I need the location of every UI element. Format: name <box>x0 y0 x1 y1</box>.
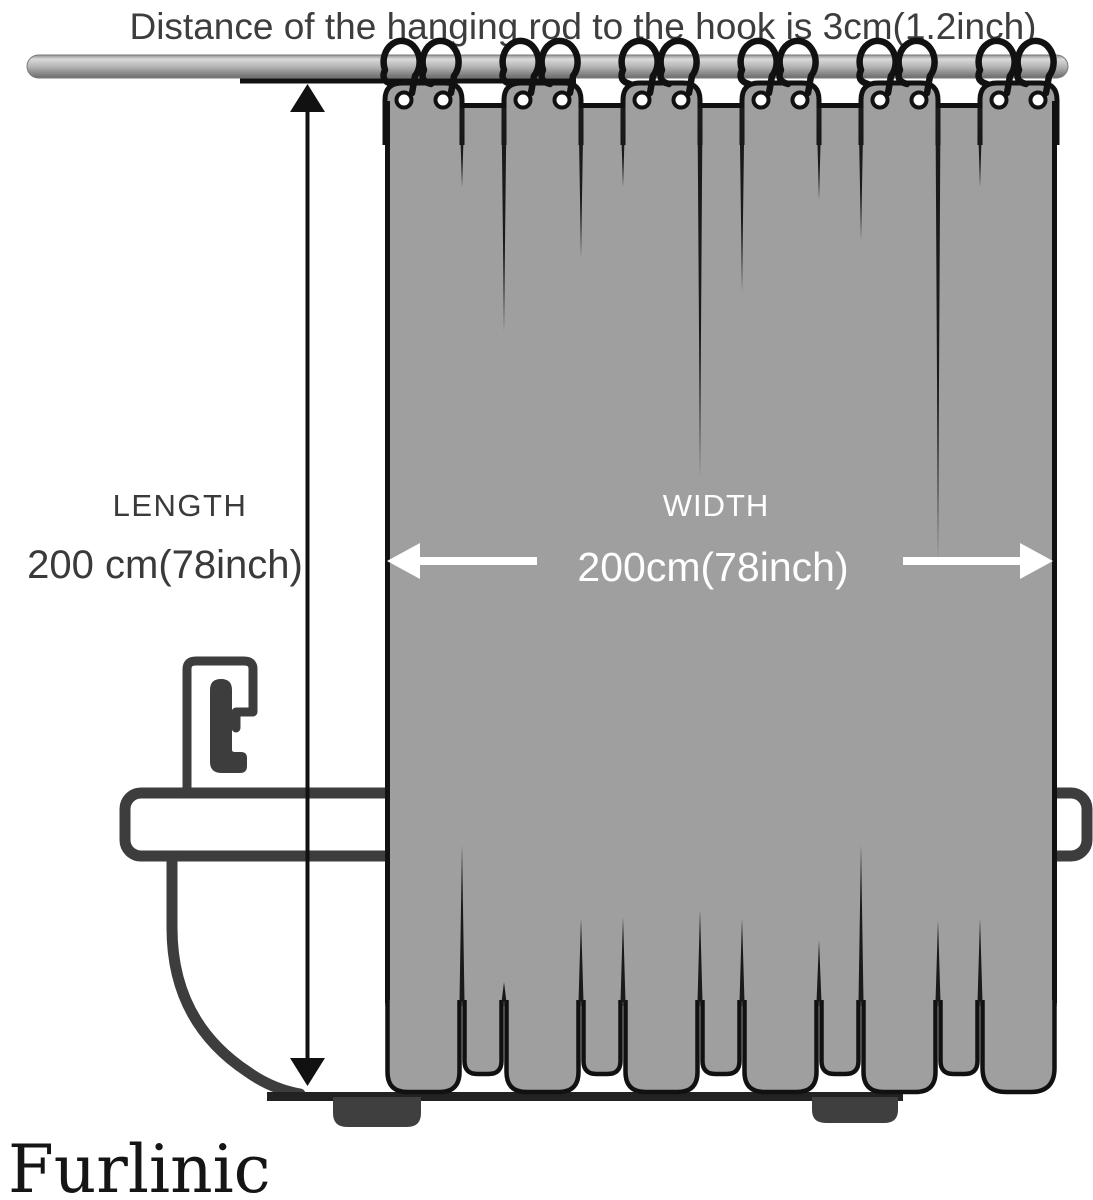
hanging-rod <box>26 54 1069 79</box>
width-label: WIDTH <box>663 488 770 523</box>
arrow-up-icon <box>290 84 325 112</box>
hook-icon <box>618 37 661 97</box>
diagram-title: Distance of the hanging rod to the hook … <box>129 6 1036 47</box>
curtain-fold <box>742 1000 819 1095</box>
hook-icon <box>856 37 899 97</box>
eyelet <box>632 90 652 110</box>
eyelet <box>552 90 572 110</box>
eyelet <box>989 90 1009 110</box>
curtain-bottom-creases <box>459 845 983 1002</box>
arrow-left-icon <box>387 543 537 579</box>
curtain-fold <box>938 1000 980 1077</box>
eyelet <box>1028 90 1048 110</box>
curtain-body <box>385 103 1057 1006</box>
eyelet <box>513 90 533 110</box>
eyelet <box>909 90 929 110</box>
length-label: LENGTH <box>113 488 248 523</box>
curtain-fold <box>385 1000 462 1095</box>
tub-bottom-edge <box>267 1092 903 1101</box>
arrow-right-icon <box>903 543 1053 579</box>
shower-curtain <box>382 80 1060 1095</box>
eyelet <box>790 90 810 110</box>
curtain-fold <box>819 1000 861 1077</box>
hook-icon <box>776 37 819 97</box>
eyelet <box>394 90 414 110</box>
hook-icon <box>895 37 938 97</box>
eyelet <box>751 90 771 110</box>
hook-icon <box>975 37 1018 97</box>
curtain-fold <box>462 1000 504 1077</box>
hook-icon <box>657 37 700 97</box>
curtain-bottom-folds <box>385 1000 1057 1095</box>
curtain-top-creases <box>459 108 983 560</box>
hook-icon <box>1014 37 1057 97</box>
length-value: 200 cm(78inch) <box>27 543 303 587</box>
curtain-fold <box>504 1000 581 1095</box>
curtain-fold <box>861 1000 938 1095</box>
brand-logo: Furlinic <box>8 1131 271 1200</box>
tub-foot-left <box>333 1097 421 1127</box>
curtain-eyelets <box>394 90 1048 110</box>
curtain-fold <box>623 1000 700 1095</box>
tub-foot-right <box>812 1097 898 1123</box>
length-arrow <box>290 84 325 1086</box>
hook-icon <box>737 37 780 97</box>
eyelet <box>870 90 890 110</box>
faucet-outline <box>182 656 258 797</box>
arrow-down-icon <box>290 1058 325 1086</box>
curtain-fold <box>980 1000 1057 1095</box>
curtain-fold <box>581 1000 623 1077</box>
width-value: 200cm(78inch) <box>577 544 848 590</box>
tub-left-wall <box>166 852 306 1100</box>
eyelet <box>671 90 691 110</box>
faucet-spout <box>210 679 247 773</box>
rod-bar <box>26 54 1069 79</box>
curtain-fold <box>700 1000 742 1077</box>
eyelet <box>433 90 453 110</box>
